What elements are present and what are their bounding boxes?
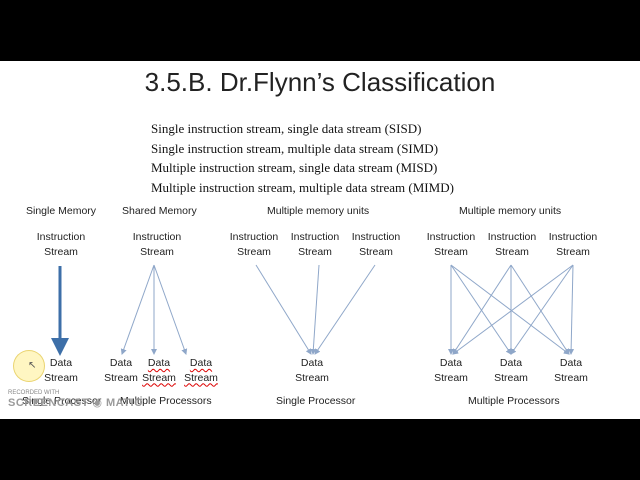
mimd-arrow-7 [452,264,574,355]
flynn-diagrams [51,264,575,356]
sisd-data-stream: Data Stream [44,357,78,384]
mimd-arrow-6 [510,264,570,355]
mimd-data-stream-3: Data Stream [554,357,588,384]
simd-instruction-stream: Instruction Stream [132,231,182,258]
misd-instruction-stream-1: Instruction Stream [229,231,279,258]
mimd-arrow-8 [510,264,574,355]
simd-data-stream-2: Data Stream [142,357,176,384]
mimd-data-stream-1: Data Stream [434,357,468,384]
simd-arrow-1 [120,264,155,355]
mimd-instruction-stream-1: Instruction Stream [426,231,476,258]
simd-arrow-3 [153,264,188,355]
simd-data-stream-1: Data Stream [104,357,138,384]
misd-instruction-stream-2: Instruction Stream [290,231,340,258]
watermark-line1: RECORDED WITH [8,390,60,396]
sisd-processor-label: Single Processor [22,395,102,407]
watermark-logo: SCREENCAST ◉ MATIC [8,397,143,409]
classification-list: Single instruction stream, single data s… [151,119,454,197]
mimd-memory-label: Multiple memory units [459,205,562,217]
simd-processor-label: Multiple Processors [120,395,212,407]
classification-mimd: Multiple instruction stream, multiple da… [151,179,454,195]
mimd-processor-label: Multiple Processors [468,395,560,407]
classification-misd: Multiple instruction stream, single data… [151,160,438,175]
slide: 3.5.B. Dr.Flynn’s Classification Single … [0,61,640,419]
misd-instruction-stream-3: Instruction Stream [351,231,401,258]
misd-arrow-3 [314,264,376,355]
mimd-arrow-2 [450,264,512,355]
misd-arrow-2 [310,264,320,355]
classification-sisd: Single instruction stream, single data s… [151,121,422,136]
cursor-arrow-icon: ↖ [28,360,37,371]
simd-memory-label: Shared Memory [122,205,197,217]
classification-simd: Single instruction stream, multiple data… [151,140,439,156]
mimd-arrow-4 [452,264,512,355]
cursor-highlight: ↖ [13,350,45,382]
misd-processor-label: Single Processor [276,395,356,407]
sisd-instruction-stream: Instruction Stream [36,231,86,258]
slide-title: 3.5.B. Dr.Flynn’s Classification [144,67,496,97]
misd-memory-label: Multiple memory units [267,205,370,217]
sisd-memory-label: Single Memory [26,205,97,217]
simd-data-stream-3: Data Stream [184,357,218,384]
mimd-data-stream-2: Data Stream [494,357,528,384]
mimd-arrow-3 [450,264,570,355]
mimd-instruction-stream-3: Instruction Stream [548,231,598,258]
mimd-instruction-stream-2: Instruction Stream [487,231,537,258]
misd-data-stream: Data Stream [295,357,329,384]
screencast-watermark: RECORDED WITH SCREENCAST ◉ MATIC [8,390,143,409]
misd-arrow-1 [255,264,312,355]
mimd-arrow-9 [568,264,575,355]
